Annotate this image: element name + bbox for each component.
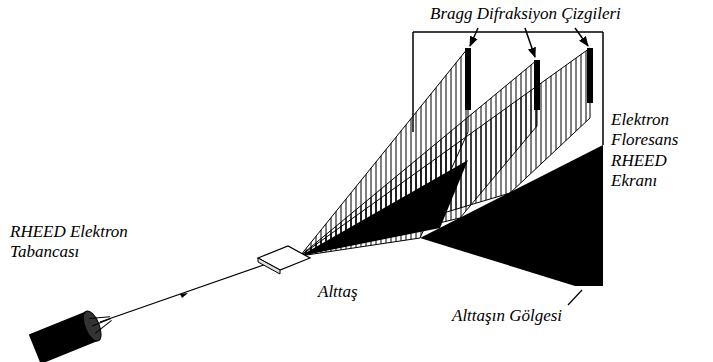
beam-dot [180,293,188,298]
bragg-streaks [465,48,593,110]
label-text: Alttaşın Gölgesi [452,306,602,326]
label-text: Bragg Difraksiyon Çizgileri [430,4,690,24]
leader-arrows [470,28,588,57]
diffraction-fans [300,48,590,256]
electron-beam [100,262,272,322]
leader-line [568,290,582,305]
label-text: RHEED Elektron Tabancası [10,222,150,263]
label-text: Alttaş [318,282,388,302]
label-text: Elektron Floresans RHEED Ekranı [611,110,707,192]
substrate-edge [258,258,280,274]
electron-gun [29,304,117,362]
